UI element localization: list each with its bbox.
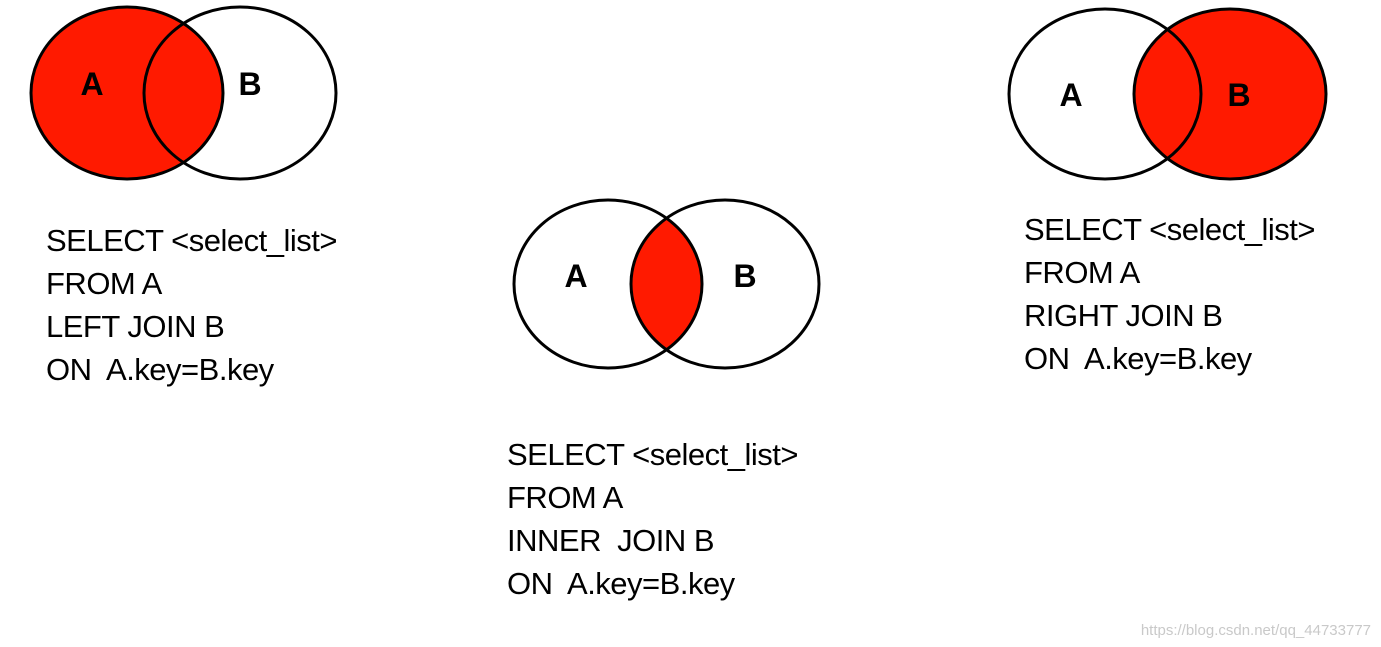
sql-line: ON A.key=B.key (46, 352, 274, 387)
sql-line: FROM A (46, 266, 162, 301)
inner-join-set-a-circle (512, 198, 704, 370)
left-join-set-a-circle (29, 5, 225, 181)
sql-line: FROM A (1024, 255, 1140, 290)
inner-join-intersection (631, 200, 702, 368)
sql-line: RIGHT JOIN B (1024, 298, 1223, 333)
sql-line: ON A.key=B.key (507, 566, 735, 601)
watermark: https://blog.csdn.net/qq_44733777 (1140, 622, 1371, 639)
inner-join-label-a: A (564, 258, 587, 294)
sql-line: LEFT JOIN B (46, 309, 225, 344)
left-join-set-b-circle (142, 5, 338, 181)
inner-join-label-b: B (733, 258, 756, 294)
left-join-sql: SELECT <select_list> FROM A LEFT JOIN B … (46, 219, 337, 391)
right-join-label-b: B (1227, 77, 1250, 113)
right-join-label-a: A (1059, 77, 1082, 113)
left-join-label-b: B (238, 66, 261, 102)
sql-line: SELECT <select_list> (507, 437, 798, 472)
right-join-set-b-circle (1132, 7, 1328, 181)
left-join-venn: A B (29, 5, 338, 181)
sql-line: INNER JOIN B (507, 523, 715, 558)
sql-line: ON A.key=B.key (1024, 341, 1252, 376)
inner-join-venn: A B (512, 198, 821, 370)
sql-line: SELECT <select_list> (46, 223, 337, 258)
right-join-sql: SELECT <select_list> FROM A RIGHT JOIN B… (1024, 208, 1315, 380)
left-join-label-a: A (80, 66, 103, 102)
inner-join-set-b-circle (629, 198, 821, 370)
right-join-venn: A B (1007, 7, 1328, 181)
right-join-set-a-circle (1007, 7, 1203, 181)
inner-join-sql: SELECT <select_list> FROM A INNER JOIN B… (507, 433, 798, 605)
sql-line: FROM A (507, 480, 623, 515)
sql-line: SELECT <select_list> (1024, 212, 1315, 247)
